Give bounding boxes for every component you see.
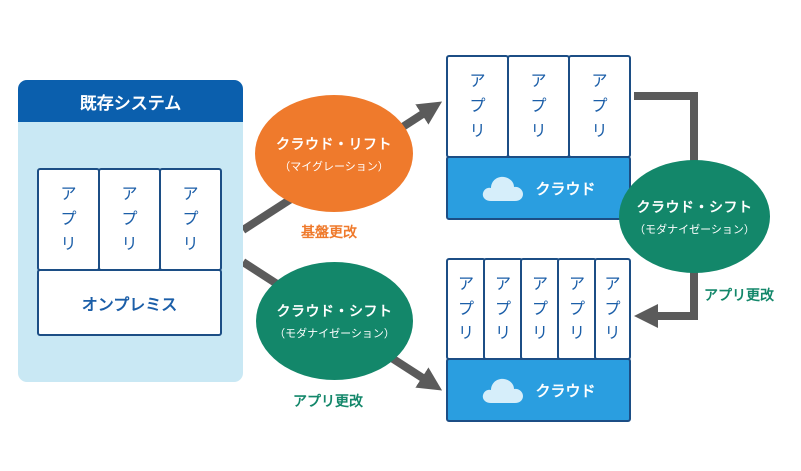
legacy-system-title: 既存システム: [18, 80, 243, 122]
app-label: アプリ: [494, 273, 511, 343]
cloud-lift-subtitle: （マイグレーション）: [279, 159, 389, 173]
on-premises-box: オンプレミス: [37, 269, 222, 336]
infrastructure-change-note: 基盤更改: [301, 225, 357, 241]
app-label: アプリ: [531, 273, 548, 343]
cloud-app-box: アプリ: [483, 258, 523, 360]
app-label: アプリ: [182, 184, 199, 253]
cloud-shift-ellipse: クラウド・シフト （モダナイゼーション）: [256, 262, 413, 380]
cloud-shift-title: クラウド・シフト: [276, 304, 393, 320]
legacy-app-box: アプリ: [159, 168, 222, 271]
cloud-shift-right-ellipse: クラウド・シフト （モダナイゼーション）: [619, 160, 770, 273]
app-label: アプリ: [530, 71, 547, 140]
cloud-app-box: アプリ: [507, 55, 570, 158]
cloud-app-box: アプリ: [520, 258, 560, 360]
on-premises-label: オンプレミス: [81, 294, 178, 314]
cloud-label: クラウド: [535, 381, 596, 400]
app-label: アプリ: [60, 184, 77, 253]
cloud-label: クラウド: [535, 179, 596, 198]
cloud-app-box: アプリ: [557, 258, 597, 360]
cloud-shift-right-title: クラウド・シフト: [636, 199, 753, 216]
cloud-shift-right-subtitle: （モダナイゼーション）: [634, 222, 755, 236]
cloud-platform-box: クラウド: [446, 156, 631, 220]
app-label: アプリ: [457, 273, 474, 343]
app-label: アプリ: [604, 273, 621, 343]
cloud-platform-box: クラウド: [446, 358, 631, 422]
cloud-icon: [483, 176, 524, 201]
app-change-right-note: アプリ更改: [704, 288, 774, 304]
app-label: アプリ: [591, 71, 608, 140]
cloud-lift-ellipse: クラウド・リフト （マイグレーション）: [255, 95, 413, 212]
cloud-shift-subtitle: （モダナイゼーション）: [274, 327, 395, 340]
legacy-app-box: アプリ: [98, 168, 161, 271]
app-label: アプリ: [469, 71, 486, 140]
cloud-lift-title: クラウド・リフト: [276, 136, 392, 153]
legacy-app-box: アプリ: [37, 168, 100, 271]
app-change-note: アプリ更改: [293, 394, 363, 410]
cloud-icon: [483, 378, 524, 403]
app-label: アプリ: [568, 273, 585, 343]
cloud-app-box: アプリ: [594, 258, 631, 360]
app-label: アプリ: [121, 184, 138, 253]
cloud-app-box: アプリ: [446, 258, 486, 360]
cloud-app-box: アプリ: [568, 55, 631, 158]
cloud-app-box: アプリ: [446, 55, 509, 158]
